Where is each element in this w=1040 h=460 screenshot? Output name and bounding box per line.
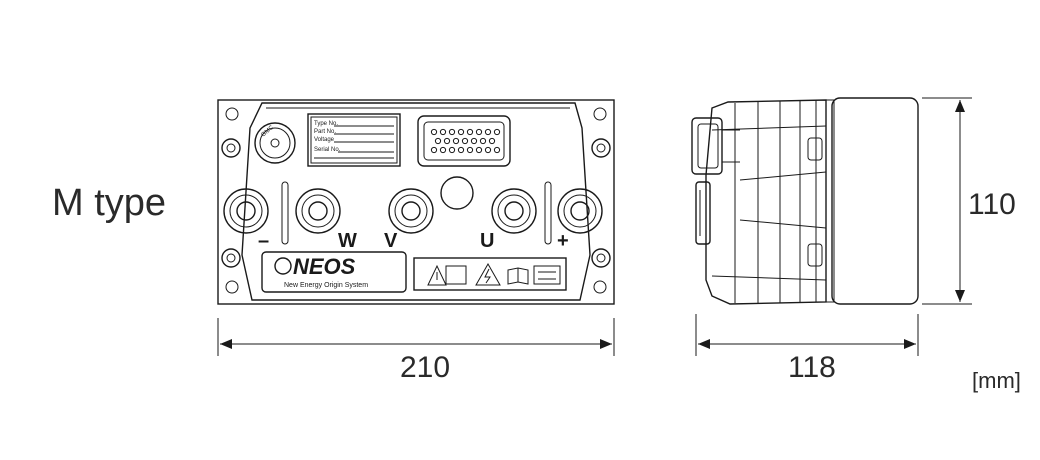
terminal-v xyxy=(388,188,434,234)
connector-pin xyxy=(430,146,438,154)
connector-pin xyxy=(434,137,442,145)
power-terminals xyxy=(223,188,603,234)
height-dimension: 110 xyxy=(922,97,1016,305)
high-voltage-icon xyxy=(475,262,501,286)
height-value: 110 xyxy=(968,188,1016,221)
connector-pin xyxy=(470,137,478,145)
connector-pin xyxy=(493,128,501,136)
side-connector xyxy=(691,117,740,175)
terminal-label-v: V xyxy=(384,230,398,252)
connector-pin xyxy=(452,137,460,145)
depth-value: 118 xyxy=(788,351,836,384)
nameplate-row-voltage: Voltage xyxy=(314,137,335,143)
connector-pin xyxy=(475,146,483,154)
manual-book-icon xyxy=(507,267,529,285)
caution-triangle-icon xyxy=(427,264,447,286)
wrench-torque-icon xyxy=(533,265,561,285)
connector-pin xyxy=(479,137,487,145)
terminal-label-negative: – xyxy=(258,230,269,252)
connector-pin xyxy=(484,146,492,154)
type-label: M type xyxy=(52,182,166,224)
connector-pin xyxy=(466,128,474,136)
terminal-slot-right xyxy=(544,181,552,245)
logo-swirl-icon xyxy=(274,257,292,275)
nameplate-row-part: Part No. xyxy=(314,129,336,135)
center-plug xyxy=(440,176,474,210)
connector-pin xyxy=(457,146,465,154)
connector-pin xyxy=(457,128,465,136)
nameplate: Type No. Part No. Voltage Serial No. xyxy=(307,113,401,167)
connector-pin xyxy=(439,128,447,136)
connector-pin xyxy=(493,146,501,154)
connector-pin xyxy=(466,146,474,154)
terminal-label-w: W xyxy=(338,230,357,252)
connector-pin xyxy=(484,128,492,136)
terminal-w xyxy=(295,188,341,234)
logo-tagline: New Energy Origin System xyxy=(284,282,368,289)
warning-label xyxy=(413,257,567,291)
terminal-u xyxy=(491,188,537,234)
terminal-label-positive: + xyxy=(557,230,569,252)
vent-plug-icon: GMC xyxy=(254,122,296,164)
unit-label: [mm] xyxy=(972,368,1021,393)
front-view: GMC Type No. Part No. Voltage Serial No. xyxy=(217,99,615,305)
connector-pin xyxy=(461,137,469,145)
terminal-label-u: U xyxy=(480,230,494,252)
terminal-positive xyxy=(557,188,603,234)
side-terminal-stub xyxy=(695,181,711,245)
mounting-holes xyxy=(221,107,611,294)
terminal-negative xyxy=(223,188,269,234)
nameplate-row-type: Type No. xyxy=(314,121,338,127)
front-flange-outline xyxy=(217,99,615,305)
nameplate-row-serial: Serial No. xyxy=(314,147,341,153)
connector-pin xyxy=(439,146,447,154)
connector-pin xyxy=(443,137,451,145)
terminal-slot-left xyxy=(281,181,289,245)
width-value: 210 xyxy=(400,351,450,384)
connector-pin xyxy=(448,128,456,136)
connector-pin xyxy=(430,128,438,136)
logo-plate: NEOS New Energy Origin System xyxy=(261,251,407,293)
connector-pin xyxy=(475,128,483,136)
connector-pin xyxy=(448,146,456,154)
front-body-outline xyxy=(241,102,591,301)
logo-text: NEOS xyxy=(293,254,356,279)
depth-dimension: 118 xyxy=(695,314,919,384)
side-ribs xyxy=(711,100,827,303)
connector-pin xyxy=(488,137,496,145)
side-view xyxy=(691,97,919,305)
side-rear-block xyxy=(831,97,919,305)
width-dimension: 210 xyxy=(217,318,615,384)
side-housing xyxy=(705,99,827,305)
signal-connector xyxy=(417,115,511,167)
